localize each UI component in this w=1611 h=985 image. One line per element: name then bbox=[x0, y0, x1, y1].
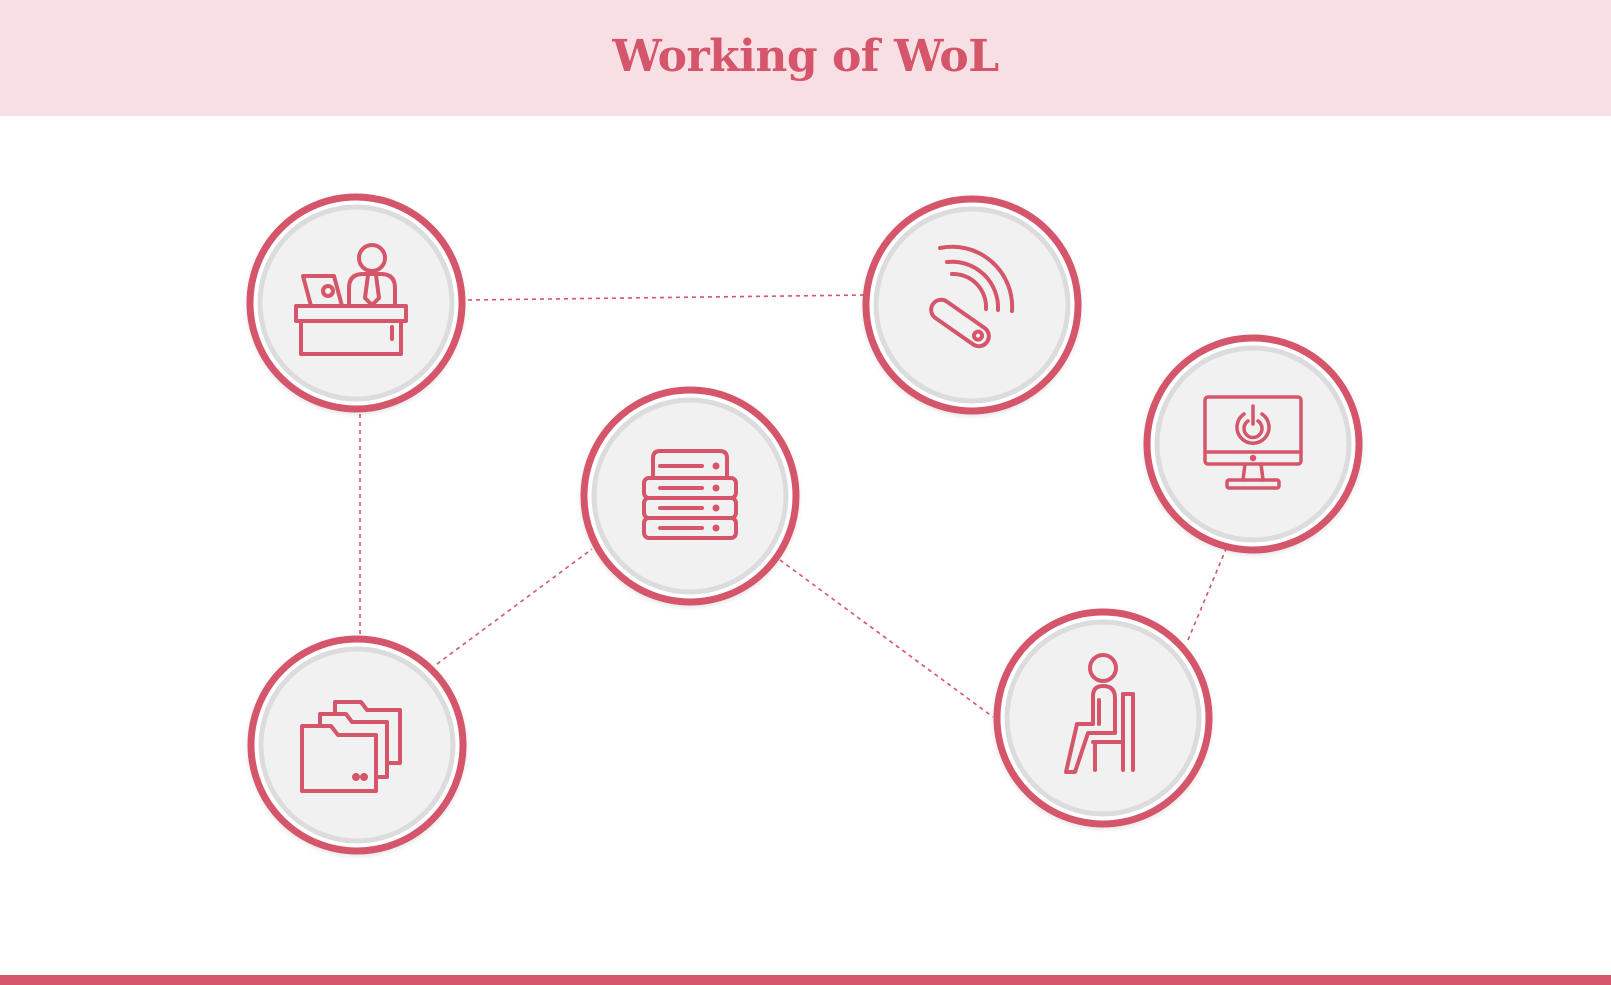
page-title: Working of WoL bbox=[612, 30, 999, 82]
node-wireless-signal bbox=[862, 195, 1082, 415]
folders-icon bbox=[300, 700, 402, 793]
connection-server-person bbox=[779, 559, 994, 718]
node-person-chair bbox=[993, 608, 1213, 828]
wireless-signal-device-icon bbox=[929, 244, 1015, 349]
node-computer bbox=[1143, 334, 1363, 554]
header-banner: Working of WoL bbox=[0, 0, 1611, 116]
node-server bbox=[580, 386, 800, 606]
office-desk-worker-icon bbox=[294, 243, 408, 356]
node-files bbox=[247, 635, 467, 855]
node-office-worker bbox=[246, 193, 466, 413]
monitor-power-icon bbox=[1203, 395, 1303, 490]
bottom-accent-bar bbox=[0, 975, 1611, 985]
connection-lines bbox=[359, 294, 1227, 718]
person-sitting-icon bbox=[1064, 653, 1135, 774]
connection-files-server bbox=[436, 548, 593, 665]
connection-person-computer bbox=[1187, 548, 1227, 641]
server-rack-icon bbox=[642, 449, 738, 540]
connection-worker-wireless bbox=[467, 294, 866, 301]
